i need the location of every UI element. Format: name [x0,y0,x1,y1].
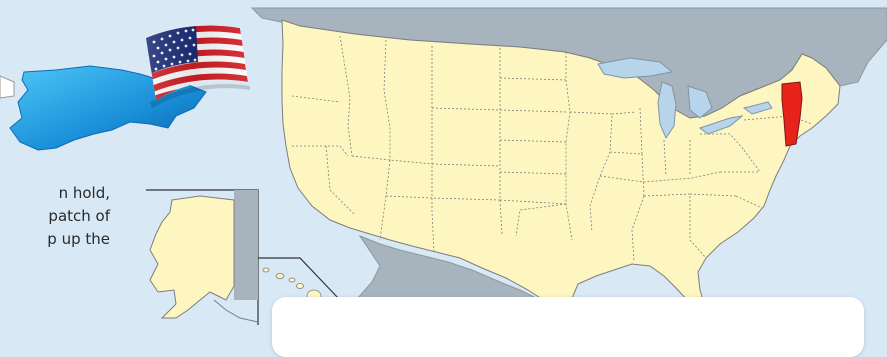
highlighted-state-vermont[interactable] [781,81,803,147]
us-flag-icon [146,25,250,108]
map-graphics [0,7,887,325]
alaska-landmass [149,195,235,319]
map-stage: n hold, patch of p up the [0,7,887,357]
lake-erie [698,115,744,135]
intro-text-fragment: n hold, patch of p up the [0,182,110,251]
lake-superior [597,57,674,79]
alaska-inset [146,189,259,325]
partial-box-left [0,75,15,99]
intro-line-2: patch of [48,207,110,225]
intro-line-1: n hold, [58,184,110,202]
state-borders [291,35,813,263]
lake-michigan [657,81,677,140]
intro-line-3: p up the [47,230,110,248]
hawaii-inset [258,257,341,303]
lake-huron [687,85,713,119]
lake-ontario [742,101,773,115]
info-card [272,297,864,357]
